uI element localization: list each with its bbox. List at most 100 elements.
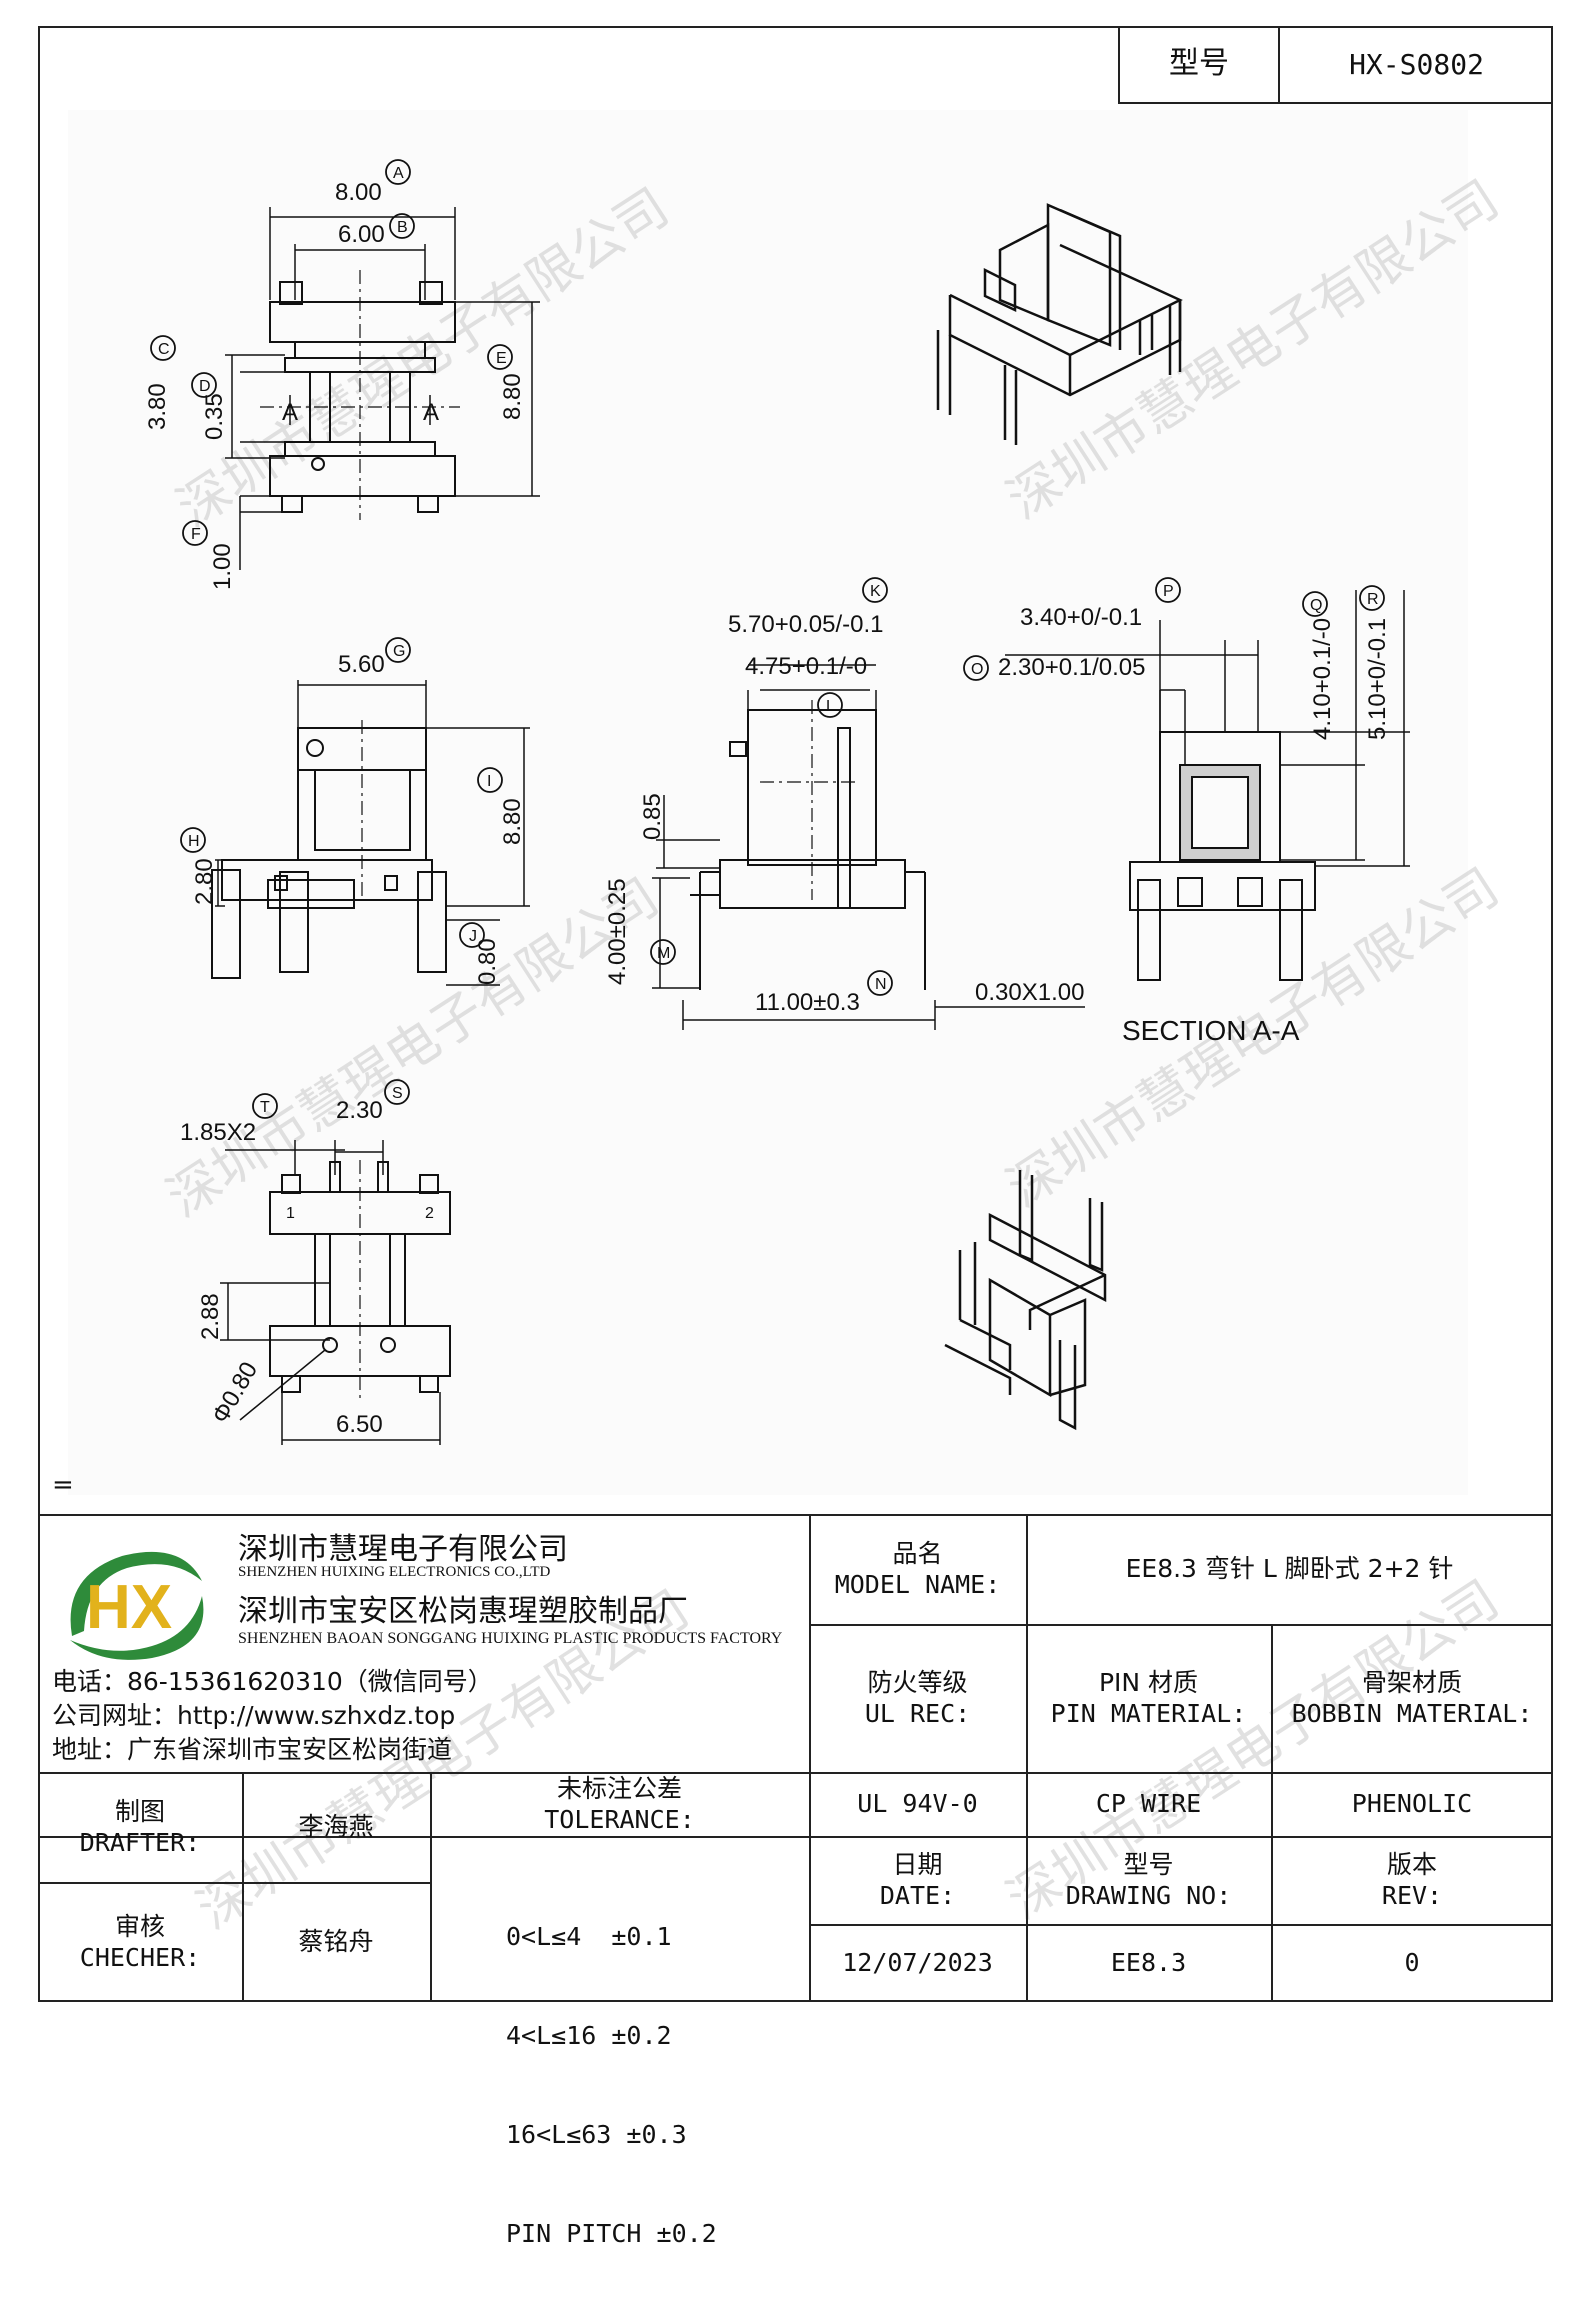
svg-text:R: R (1367, 591, 1379, 608)
bobbin-material-value: PHENOLIC (1351, 1789, 1473, 1819)
company-website: 公司网址：http://www.szhxdz.top (52, 1701, 456, 1730)
svg-text:T: T (260, 1099, 270, 1116)
dim-top-d: 0.35 (201, 393, 228, 440)
svg-text:M: M (657, 945, 670, 962)
model-name-label: 品名 MODEL NAME: (834, 1538, 1001, 1599)
callout-b: B (389, 213, 415, 239)
model-value: HX-S0802 (1349, 47, 1484, 81)
drawing-no-value: EE8.3 (1110, 1948, 1187, 1978)
drafter-name: 李海燕 (298, 1812, 374, 1842)
svg-text:D: D (199, 378, 211, 395)
svg-text:S: S (392, 1085, 403, 1102)
dim-bottom-w: Φ0.80 (207, 1357, 263, 1428)
drawing-frame (38, 26, 1553, 2002)
svg-text:C: C (158, 341, 170, 358)
dim-front-n: 4.00±0.25 (604, 878, 631, 985)
pin-number-2: 2 (425, 1205, 434, 1222)
callout-j: J (459, 922, 485, 948)
dim-bottom-v: 2.88 (197, 1293, 224, 1340)
rev-label: 版本 REV: (1381, 1849, 1443, 1910)
dim-front-m: 0.85 (639, 793, 666, 840)
factory-name-cn: 深圳市宝安区松岗惠瑆塑胶制品厂 (238, 1594, 688, 1629)
front-view (652, 664, 1085, 1030)
callout-l: L (817, 692, 843, 718)
dim-mid-g: 5.60 (338, 651, 385, 678)
drawing-no-label: 型号 DRAWING NO: (1065, 1849, 1232, 1910)
dim-top-b: 6.00 (338, 221, 385, 248)
date-value: 12/07/2023 (842, 1948, 993, 1978)
dim-section-r: 4.10+0.1/-0 (1309, 618, 1336, 740)
callout-g: G (385, 637, 411, 663)
svg-text:N: N (875, 976, 887, 993)
callout-o: O (963, 655, 989, 681)
svg-text:J: J (469, 928, 477, 945)
svg-text:I: I (487, 773, 491, 790)
section-view (1005, 590, 1410, 981)
rev-value: 0 (1404, 1948, 1420, 1978)
callout-e: E (487, 344, 513, 370)
svg-text:G: G (393, 643, 405, 660)
section-mark-left: A (282, 399, 298, 426)
bottom-view (220, 1140, 451, 1445)
company-name-en: SHENZHEN HUIXING ELECTRONICS CO.,LTD (238, 1564, 551, 1580)
callout-i: I (477, 767, 503, 793)
pin-material-label: PIN 材质 PIN MATERIAL: (1050, 1667, 1247, 1728)
section-title: SECTION A-A (1122, 1015, 1300, 1046)
tolerance-line: 16<L≤63 ±0.3 (506, 2120, 687, 2149)
tolerance-label: 未标注公差 TOLERANCE: (544, 1773, 695, 1834)
title-block: HX 深圳市慧瑆电子有限公司 SHENZHEN HUIXING ELECTRON… (38, 1514, 1553, 2248)
callout-d: D (191, 372, 217, 398)
svg-text:K: K (870, 583, 881, 600)
drafter-label: 制图 DRAFTER: (79, 1796, 201, 1857)
dim-bottom-t: 1.85X2 (180, 1119, 256, 1146)
svg-text:F: F (191, 526, 201, 543)
technical-drawing: 8.00 6.00 3.80 0.35 8.80 1.00 A A 5.60 2… (144, 159, 1410, 1445)
svg-text:E: E (496, 350, 507, 367)
callout-p: P (1155, 577, 1181, 603)
checker-label: 审核 CHECHER: (79, 1911, 201, 1972)
callout-k: K (862, 577, 888, 603)
callout-c: C (150, 335, 176, 361)
section-mark-right: A (423, 399, 439, 426)
ul-rec-value: UL 94V-0 (857, 1789, 978, 1819)
dim-section-p: 3.40+0/-0.1 (1020, 604, 1142, 631)
dim-section-q: 2.30+0.1/0.05 (998, 654, 1145, 681)
callout-m: M (650, 939, 676, 965)
dim-mid-h: 2.80 (191, 858, 218, 905)
stray-mark: = (52, 1470, 74, 1500)
dim-section-s: 5.10+0/-0.1 (1364, 618, 1391, 740)
callout-n: N (867, 970, 893, 996)
company-name-cn: 深圳市慧瑆电子有限公司 (238, 1532, 568, 1567)
tolerance-table: 0<L≤4 ±0.1 4<L≤16 ±0.2 16<L≤63 ±0.3 PIN … (506, 1854, 717, 2316)
dim-mid-i: 8.80 (499, 798, 526, 845)
dim-top-f: 1.00 (209, 543, 236, 590)
model-label: 型号 (1120, 26, 1280, 102)
isometric-view-bottom (944, 1170, 1107, 1431)
callout-s: S (384, 1079, 410, 1105)
svg-text:A: A (393, 165, 404, 182)
side-view (211, 680, 530, 986)
dim-front-wire: 0.30X1.00 (975, 979, 1084, 1006)
isometric-view-top (936, 203, 1183, 445)
callout-h: H (180, 827, 206, 853)
model-name-value: EE8.3 弯针 L 脚卧式 2+2 针 (1125, 1554, 1454, 1584)
svg-text:O: O (971, 661, 983, 678)
date-label: 日期 DATE: (879, 1849, 956, 1910)
company-logo: HX (52, 1536, 220, 1666)
pin-number-1: 1 (286, 1205, 295, 1222)
tolerance-line: 0<L≤4 ±0.1 (506, 1922, 672, 1951)
model-header: 型号 HX-S0802 (1118, 26, 1553, 104)
dim-top-a: 8.00 (335, 179, 382, 206)
svg-text:H: H (188, 833, 200, 850)
callout-t: T (252, 1093, 278, 1119)
logo-letters: HX (86, 1573, 172, 1642)
svg-text:Q: Q (1310, 597, 1322, 614)
dim-top-e: 8.80 (499, 373, 526, 420)
logo-icon: HX (70, 1551, 204, 1660)
dim-bottom-x: 6.50 (336, 1411, 383, 1438)
dim-bottom-u: 2.30 (336, 1097, 383, 1124)
bobbin-material-label: 骨架材质 BOBBIN MATERIAL: (1291, 1667, 1533, 1728)
svg-text:P: P (1163, 583, 1174, 600)
svg-text:L: L (826, 698, 835, 715)
top-view (225, 207, 540, 570)
